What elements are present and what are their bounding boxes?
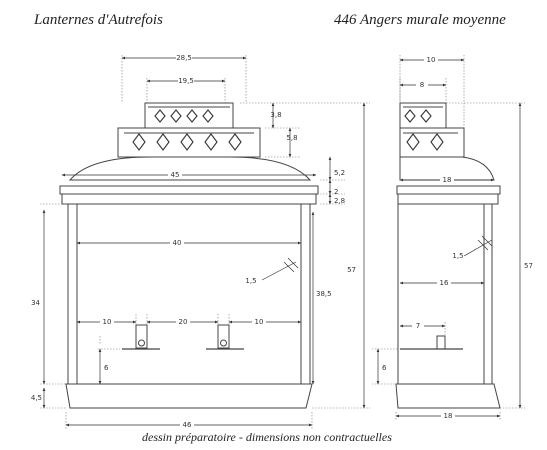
front-view [59,102,319,409]
side-top-width: 10 [427,56,436,64]
side-dimension-lines [376,58,522,418]
front-cap-box-height: 5,8 [286,134,297,142]
side-socket [436,335,446,350]
front-roof-width: 45 [171,171,180,179]
side-base-depth: 18 [444,412,453,420]
front-base [65,383,313,409]
side-total-height: 57 [524,262,533,270]
front-socket-left [135,324,148,349]
front-socket-height: 6 [104,364,109,372]
side-glass-thickness: 1,5 [452,252,463,260]
front-socket-right [217,324,230,349]
front-glass-thickness: 1,5 [245,277,256,285]
footer-note: dessin préparatoire - dimensions non con… [142,430,392,444]
front-top-inner-width: 19,5 [178,77,194,85]
front-label-bg [100,54,266,429]
side-band [397,193,499,205]
front-base-width: 46 [183,421,192,429]
title-left: Lanternes d'Autrefois [34,12,163,28]
front-roof-height: 5,2 [334,169,345,177]
front-roof [68,156,312,181]
side-bracket-length: 7 [416,322,420,330]
side-roof-depth: 18 [443,176,452,184]
front-labels: 28,5 19,5 3,8 5,8 45 5,2 2 2,8 40 1,5 38… [31,54,356,429]
side-labels: 10 8 18 1,5 16 7 6 57 18 [382,56,533,420]
front-base-height: 4,5 [31,394,42,402]
side-inner-top-width: 8 [420,81,424,89]
front-band-height: 2,8 [334,197,345,205]
side-rim [396,185,501,195]
front-rim [59,185,319,195]
front-mid-spacing: 20 [179,318,188,326]
side-view [395,102,501,409]
side-extension-lines [372,55,525,420]
side-diamonds [404,109,444,151]
front-band [61,193,317,205]
front-side-height: 34 [31,299,40,307]
front-cap-height: 3,8 [270,111,281,119]
front-body [67,203,311,385]
front-diamonds [132,109,242,151]
front-left-spacing: 10 [103,318,112,326]
side-socket-height: 6 [382,364,387,372]
side-body [397,203,493,385]
front-right-spacing: 10 [255,318,264,326]
front-total-height: 57 [347,266,356,274]
front-body-width: 40 [173,239,182,247]
title-right: 446 Angers murale moyenne [334,12,506,28]
front-inner-height: 38,5 [316,290,332,298]
side-inner-depth: 16 [440,279,449,287]
front-top-outer-width: 28,5 [176,54,192,62]
side-base [395,383,501,409]
side-label-bg [412,56,455,420]
front-rim-height: 2 [334,188,338,196]
